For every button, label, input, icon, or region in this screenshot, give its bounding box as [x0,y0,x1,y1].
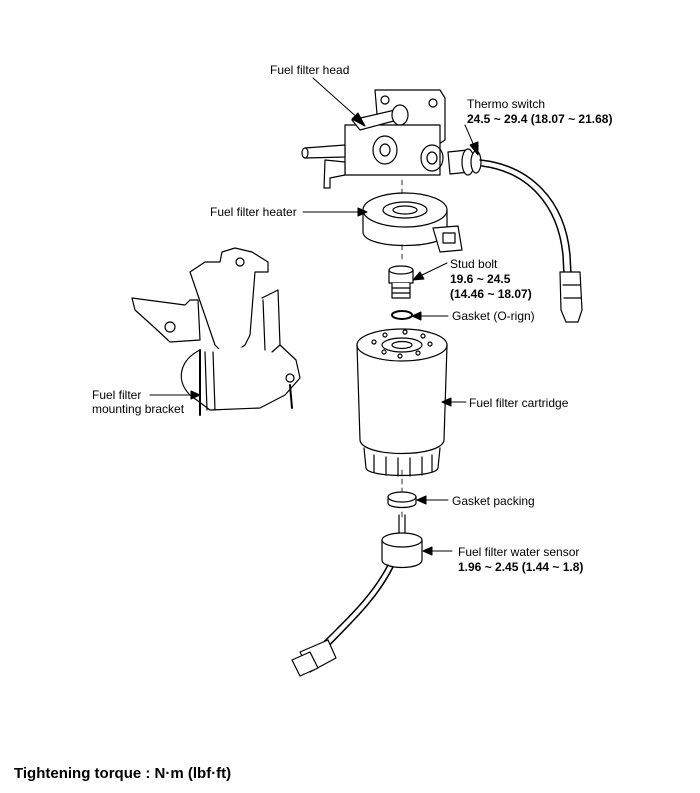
gasket-packing [387,491,417,509]
label-water-sensor-torque: 1.96 ~ 2.45 (1.44 ~ 1.8) [458,560,584,574]
fuel-filter-cartridge [356,328,448,477]
fuel-filter-head [301,89,446,189]
label-thermo-switch: Thermo switch [467,97,546,111]
leader-lines [149,77,479,556]
fuel-filter-heater [362,192,463,253]
label-fuel-filter-heater: Fuel filter heater [210,205,297,219]
label-fuel-filter-head: Fuel filter head [270,63,350,77]
thermo-switch [447,148,583,323]
label-mounting-bracket-line1: Fuel filter [92,388,142,402]
label-stud-bolt-torque-lbf: (14.46 ~ 18.07) [450,287,532,301]
gasket-o-ring [391,310,413,320]
label-stud-bolt: Stud bolt [450,257,498,271]
label-fuel-filter-cartridge: Fuel filter cartridge [469,396,569,410]
label-gasket-packing: Gasket packing [452,494,535,508]
label-stud-bolt-torque-nm: 19.6 ~ 24.5 [450,272,511,286]
label-water-sensor: Fuel filter water sensor [458,545,580,559]
fuel-filter-water-sensor [291,514,423,677]
label-thermo-switch-torque: 24.5 ~ 29.4 (18.07 ~ 21.68) [467,112,613,126]
tightening-torque-note: Tightening torque : N·m (lbf·ft) [14,765,232,782]
label-mounting-bracket-line2: mounting bracket [92,402,185,416]
stud-bolt [388,265,414,299]
label-gasket-o-ring: Gasket (O-rign) [452,309,535,323]
fuel-filter-mounting-bracket [131,247,301,416]
